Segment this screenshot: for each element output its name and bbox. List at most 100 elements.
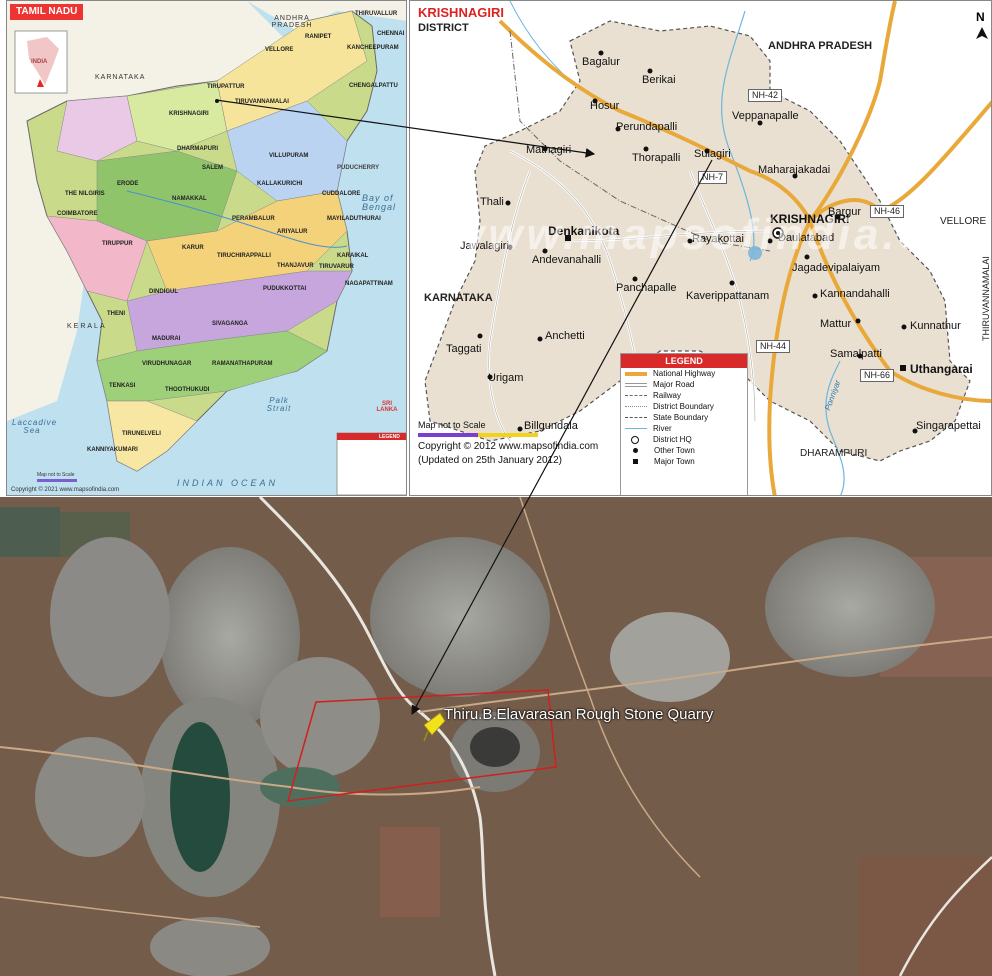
town-label: Taggati bbox=[446, 343, 482, 355]
district-label: KARUR bbox=[182, 245, 204, 251]
district-label: THIRUVALLUR bbox=[355, 11, 398, 17]
town-label: Berikai bbox=[642, 74, 676, 86]
krishnagiri-subtitle: DISTRICT bbox=[418, 22, 469, 34]
district-label: KANNIYAKUMARI bbox=[87, 447, 138, 453]
legend-swatch bbox=[625, 417, 647, 418]
town-label: Veppanapalle bbox=[732, 110, 799, 122]
district-label: PUDUKKOTTAI bbox=[263, 286, 307, 292]
legend-item-label: Major Road bbox=[653, 380, 695, 389]
legend-item-district-boundary: District Boundary bbox=[621, 401, 747, 412]
district-label: NAGAPATTINAM bbox=[345, 281, 393, 287]
district-label: NAMAKKAL bbox=[172, 196, 207, 202]
town-label: Urigam bbox=[488, 372, 524, 384]
legend-item-state-boundary: State Boundary bbox=[621, 412, 747, 423]
district-label: MAYILADUTHURAI bbox=[327, 216, 381, 222]
town-dot-icon bbox=[633, 448, 638, 453]
district-hq-icon bbox=[631, 435, 639, 444]
highway-nh42: NH-42 bbox=[748, 89, 783, 102]
legend-item-label: Major Town bbox=[654, 457, 695, 466]
town-label: Perundapalli bbox=[616, 121, 678, 133]
sea-indian-ocean: INDIAN OCEAN bbox=[177, 478, 279, 488]
town-label: Samalpatti bbox=[830, 348, 882, 360]
tamil-nadu-map-graphic bbox=[7, 1, 406, 495]
legend-item-label: Other Town bbox=[654, 446, 695, 455]
town-label: Thali bbox=[480, 196, 504, 208]
legend-swatch bbox=[625, 427, 647, 430]
district-label: PUDUCHERRY bbox=[337, 165, 380, 171]
legend-item-national-highway: National Highway bbox=[621, 368, 747, 379]
town-label: Bargur bbox=[828, 206, 862, 218]
district-label: VIRUDHUNAGAR bbox=[142, 361, 192, 367]
krishnagiri-legend: LEGEND National Highway Major Road Railw… bbox=[620, 353, 748, 495]
district-label: TIRUNELVELI bbox=[122, 431, 161, 437]
town-label: Billgundala bbox=[524, 420, 578, 432]
state-andhra-pradesh: ANDHRA PRADESH bbox=[768, 40, 873, 52]
major-town-square-icon bbox=[633, 459, 638, 464]
town-label: Jagadevipalaiyam bbox=[792, 262, 881, 274]
legend-item-railway: Railway bbox=[621, 390, 747, 401]
legend-item-major-road: Major Road bbox=[621, 379, 747, 390]
tamil-nadu-map: TAMIL NADU INDIA ANDHRA PRADESH KARNATAK… bbox=[6, 0, 407, 496]
district-label: SIVAGANGA bbox=[212, 321, 248, 327]
legend-item-river: River bbox=[621, 423, 747, 434]
state-kerala-label: KERALA bbox=[67, 323, 107, 330]
legend-item-district-hq: District HQ bbox=[621, 434, 747, 445]
legend-item-other-town: Other Town bbox=[621, 445, 747, 456]
neighbor-thiruvannamalai: THIRUVANNAMALAI bbox=[981, 256, 991, 341]
district-label: PERAMBALUR bbox=[232, 216, 275, 222]
tn-legend-title: LEGEND bbox=[379, 434, 400, 440]
district-label: KRISHNAGIRI bbox=[169, 111, 209, 117]
district-label: SALEM bbox=[202, 165, 223, 171]
legend-item-label: River bbox=[653, 424, 672, 433]
tn-copyright: Copyright © 2021 www.mapsofindia.com bbox=[11, 487, 120, 493]
legend-swatch bbox=[625, 406, 647, 407]
satellite-terrain bbox=[0, 497, 992, 976]
town-label: Kaverippattanam bbox=[686, 290, 770, 302]
state-karnataka-label: KARNATAKA bbox=[95, 74, 146, 81]
tamil-nadu-title: TAMIL NADU bbox=[10, 4, 84, 20]
tn-scale-note: Map not to Scale bbox=[37, 472, 75, 478]
district-label: CUDDALORE bbox=[322, 191, 361, 197]
district-label: COIMBATORE bbox=[57, 211, 98, 217]
legend-item-label: State Boundary bbox=[653, 413, 709, 422]
town-label: Singarapettai bbox=[916, 420, 981, 432]
sea-palk-strait: Palk Strait bbox=[266, 396, 292, 413]
watermark: www.mapsofindia.com bbox=[450, 210, 992, 259]
district-label: TIRUVARUR bbox=[319, 264, 354, 270]
town-label: Rayakottai bbox=[692, 233, 744, 245]
north-label: N bbox=[976, 10, 985, 24]
town-label: Maharajakadai bbox=[758, 164, 831, 176]
town-label: Mathagiri bbox=[526, 144, 572, 156]
district-label: MADURAI bbox=[152, 336, 181, 342]
legend-swatch bbox=[625, 395, 647, 396]
town-label: Hosur bbox=[590, 100, 620, 112]
town-label: Thorapalli bbox=[632, 152, 681, 164]
quarry-label: Thiru.B.Elavarasan Rough Stone Quarry bbox=[444, 706, 714, 723]
district-label: THANJAVUR bbox=[277, 263, 314, 269]
town-label: Kunnathur bbox=[910, 320, 961, 332]
district-label: CHENGALPATTU bbox=[349, 83, 398, 89]
district-label: DINDIGUL bbox=[149, 289, 178, 295]
town-label: Sulagiri bbox=[694, 148, 731, 160]
town-label: Panchapalle bbox=[616, 282, 677, 294]
state-karnataka: KARNATAKA bbox=[424, 292, 493, 304]
town-label: Anchetti bbox=[545, 330, 585, 342]
highway-nh46: NH-46 bbox=[870, 205, 905, 218]
district-label: ERODE bbox=[117, 181, 139, 187]
district-label: ARIYALUR bbox=[277, 229, 308, 235]
krishnagiri-district-map: KRISHNAGIRI DISTRICT N ANDHRA PRADESH KA… bbox=[409, 0, 992, 496]
highway-nh44: NH-44 bbox=[756, 340, 791, 353]
district-label: VILLUPURAM bbox=[269, 153, 309, 159]
district-label: TIRUCHIRAPPALLI bbox=[217, 253, 271, 259]
krishnagiri-copyright: Copyright © 2012 www.mapsofindia.com bbox=[418, 441, 599, 452]
district-label: VELLORE bbox=[265, 47, 294, 53]
district-label: TENKASI bbox=[109, 383, 136, 389]
town-label: Daulatabad bbox=[778, 232, 835, 244]
neighbor-dharampuri: DHARAMPURI bbox=[800, 448, 868, 459]
sea-laccadive: Laccadive Sea bbox=[12, 418, 58, 435]
legend-title: LEGEND bbox=[621, 354, 747, 368]
legend-swatch bbox=[625, 371, 647, 376]
scale-note: Map not to Scale bbox=[418, 420, 486, 430]
major-town-uthangarai: Uthangarai bbox=[910, 362, 973, 376]
legend-item-label: Railway bbox=[653, 391, 682, 400]
